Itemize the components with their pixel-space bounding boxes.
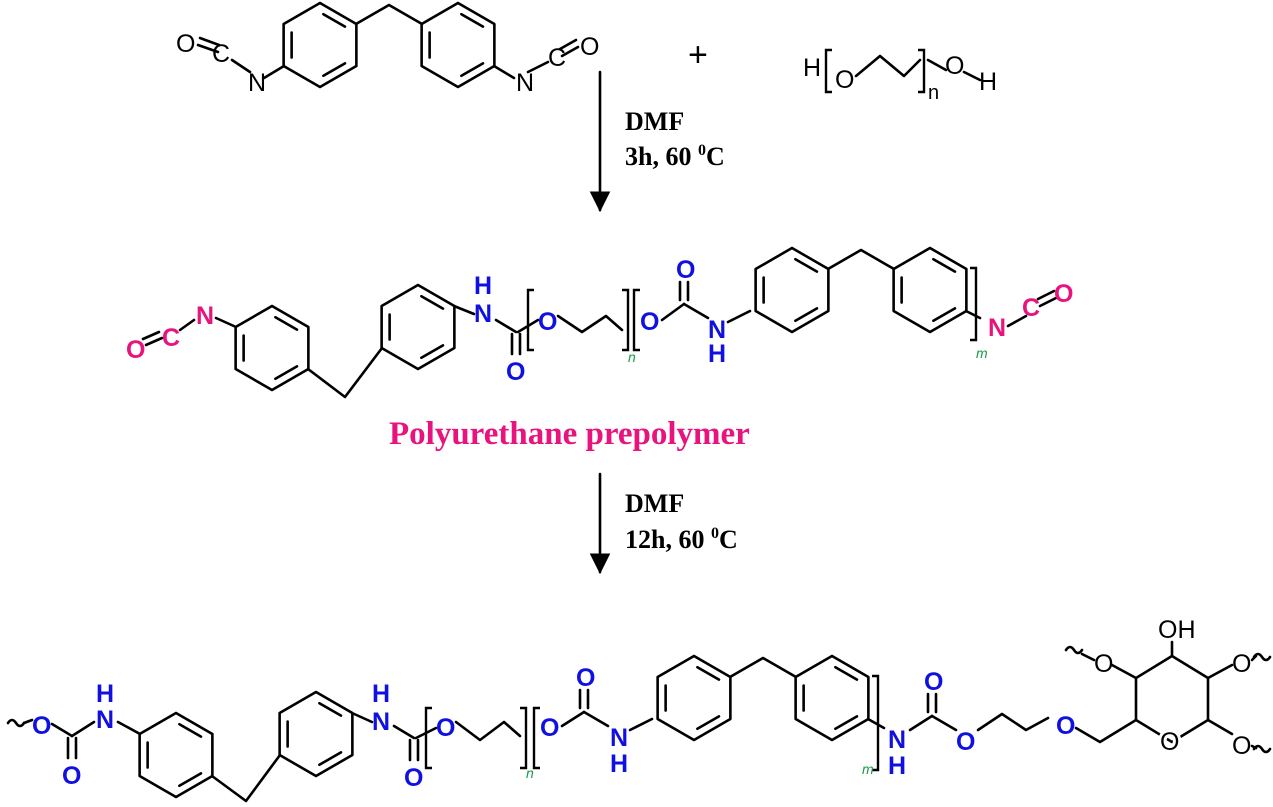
- benzene-ring: [656, 654, 732, 742]
- prepolymer-title: Polyurethane prepolymer: [389, 416, 750, 452]
- hydrogen-label: H: [803, 54, 821, 82]
- step1-conditions: 3h, 60 0C: [625, 142, 725, 171]
- ester-oxygen: O: [956, 728, 975, 756]
- peg-reactant: H O n O H: [803, 48, 997, 104]
- benzene-ring: [754, 246, 830, 334]
- nh-label: H: [888, 752, 906, 780]
- carbon-label: C: [548, 44, 566, 72]
- nitrogen-label: N: [610, 724, 628, 752]
- carbon-label: C: [1022, 294, 1040, 322]
- benzene-ring: [892, 246, 968, 334]
- ether-oxygen: O: [1056, 712, 1075, 740]
- nh-label: H: [96, 680, 114, 708]
- ether-oxygen: O: [538, 308, 557, 336]
- nitrogen-label: N: [248, 69, 266, 97]
- mdi-reactant: N C O N C O: [176, 1, 599, 97]
- nitrogen-label: N: [708, 316, 726, 344]
- carbon-label: C: [162, 324, 180, 352]
- ether-oxygen: O: [436, 714, 455, 742]
- oxygen-label: O: [945, 52, 964, 80]
- carbonyl-oxygen: O: [404, 764, 423, 792]
- oxygen-label: O: [835, 66, 854, 94]
- carbonyl-oxygen: O: [676, 256, 695, 284]
- benzene-ring: [234, 304, 310, 392]
- polyurethane-prepolymer: N C O H N O O n O O N H m N: [126, 246, 1073, 399]
- nitrogen-label: N: [888, 726, 906, 754]
- step1-solvent: DMF: [625, 107, 684, 136]
- hydrogen-label: H: [979, 68, 997, 96]
- repeat-subscript-n: n: [628, 349, 636, 365]
- repeat-subscript-n: n: [928, 82, 939, 104]
- benzene-ring: [380, 283, 456, 371]
- oxygen-label: O: [1054, 280, 1073, 308]
- oxygen-label: O: [126, 336, 145, 364]
- benzene-ring: [282, 1, 358, 89]
- oxygen-label: O: [580, 33, 599, 61]
- benzene-ring: [794, 654, 870, 742]
- oxygen-label: O: [176, 30, 195, 58]
- carbonyl-oxygen: O: [924, 668, 943, 696]
- nitrogen-label: N: [196, 302, 214, 330]
- repeat-subscript-m: m: [976, 345, 988, 361]
- step2-solvent: DMF: [625, 489, 684, 518]
- ester-oxygen: O: [540, 714, 559, 742]
- hydroxyl-label: OH: [1158, 616, 1196, 644]
- benzene-ring: [420, 1, 496, 89]
- benzene-ring: [278, 690, 354, 778]
- nitrogen-label: N: [474, 300, 492, 328]
- nitrogen-label: N: [372, 708, 390, 736]
- crosslinked-polyurethane-product: O O H N H N O O n O O N H: [6, 616, 1272, 803]
- benzene-ring: [138, 711, 214, 799]
- nh-label: H: [610, 750, 628, 778]
- repeat-subscript-m: m: [862, 761, 874, 777]
- nitrogen-label: N: [516, 69, 534, 97]
- repeat-subscript-n: n: [526, 765, 534, 781]
- carbonyl-oxygen: O: [62, 762, 81, 790]
- nh-label: H: [474, 272, 492, 300]
- ether-oxygen: O: [1232, 650, 1251, 678]
- plus-sign: +: [688, 36, 708, 74]
- ether-oxygen: O: [1094, 650, 1113, 678]
- carbonyl-oxygen: O: [576, 664, 595, 692]
- ether-oxygen: O: [32, 712, 51, 740]
- step2-conditions: 12h, 60 0C: [625, 525, 738, 554]
- nh-label: H: [708, 340, 726, 368]
- nitrogen-label: N: [988, 314, 1006, 342]
- ring-oxygen: O: [1160, 728, 1179, 756]
- ether-oxygen: O: [1232, 732, 1251, 760]
- carbon-label: C: [212, 40, 230, 68]
- nh-label: H: [372, 680, 390, 708]
- ester-oxygen: O: [640, 308, 659, 336]
- nitrogen-label: N: [96, 706, 114, 734]
- carbonyl-oxygen: O: [506, 358, 525, 386]
